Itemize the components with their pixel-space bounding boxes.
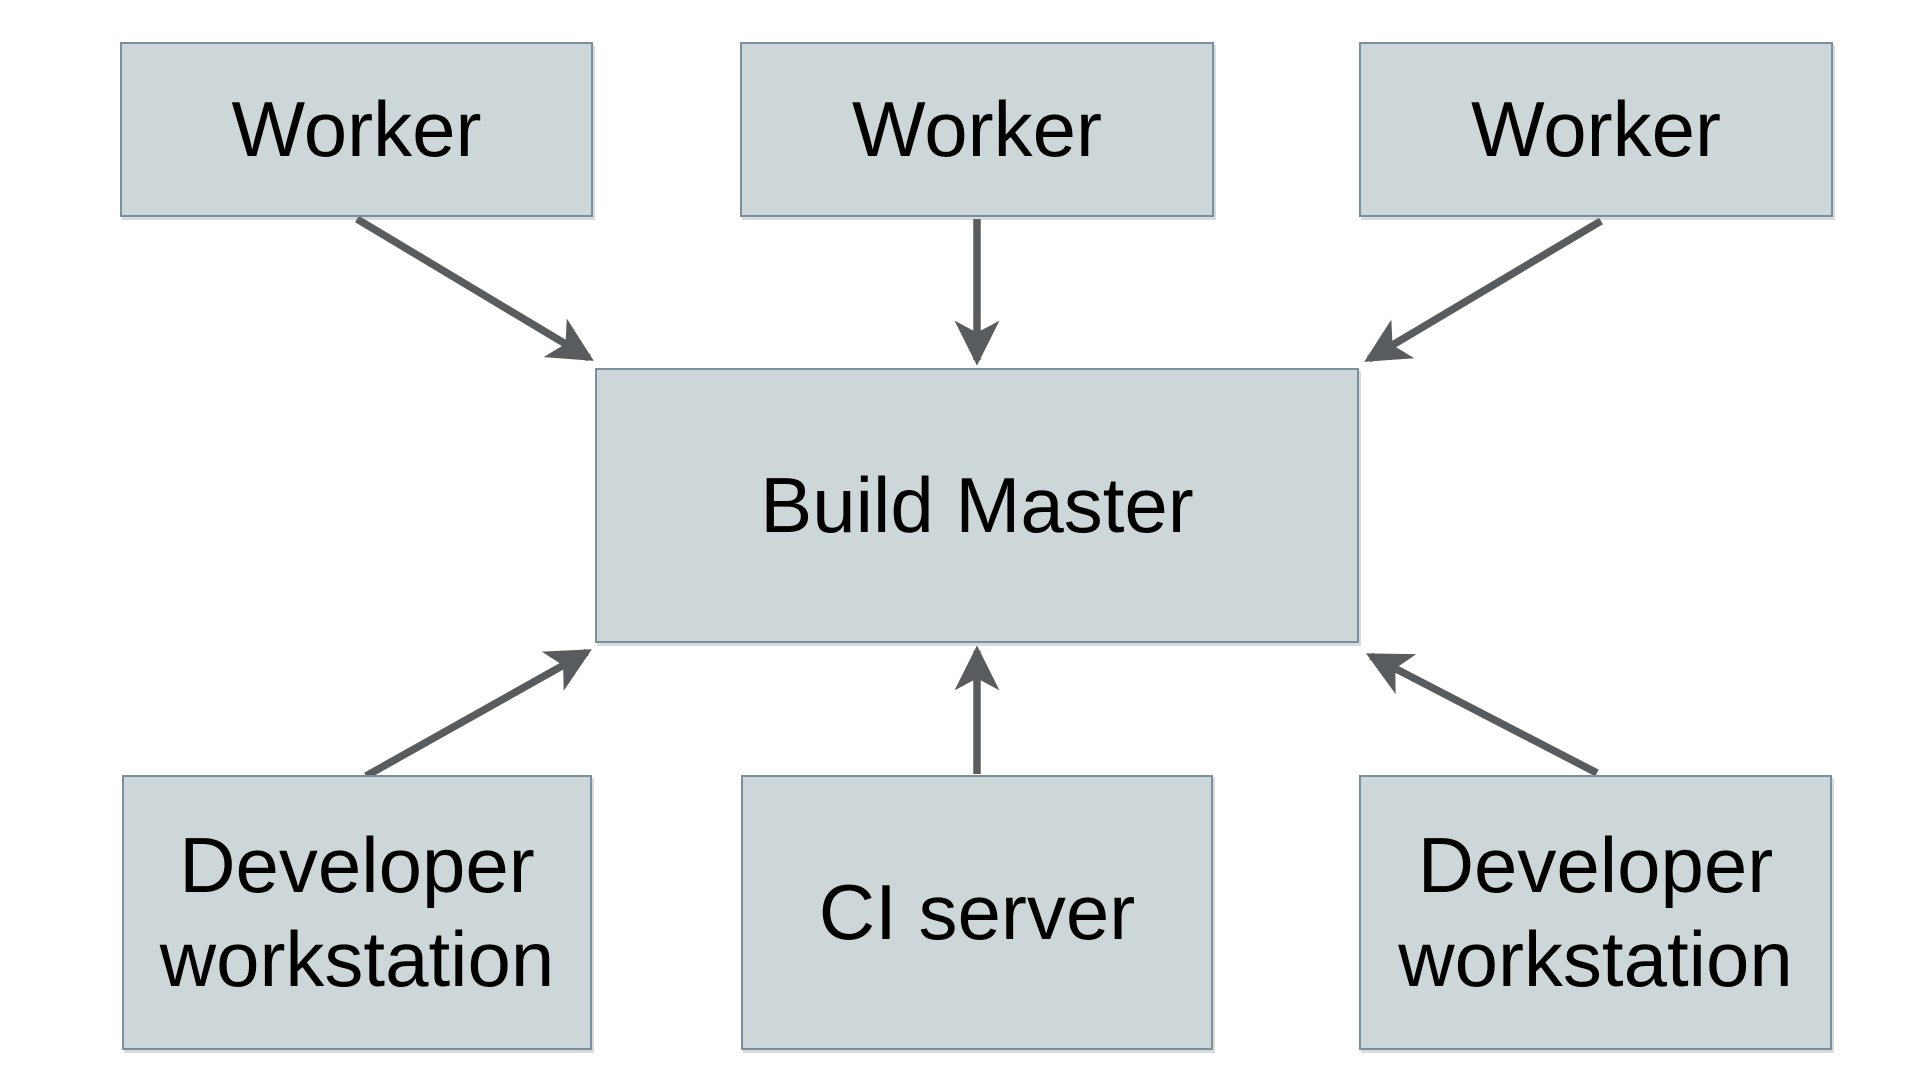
node-ci-server: CI server — [741, 775, 1213, 1050]
node-label-build-master: Build Master — [760, 460, 1194, 549]
node-developer-workstation-left: Developer workstation — [122, 775, 592, 1050]
arrow-worker1-to-buildmaster — [355, 215, 594, 362]
node-label-developer-workstation-right: Developer workstation — [1398, 820, 1793, 1003]
node-label-developer-workstation-left: Developer workstation — [159, 820, 555, 1003]
node-worker-1: Worker — [120, 42, 593, 217]
node-worker-2: Worker — [740, 42, 1214, 217]
node-label-worker-2: Worker — [852, 84, 1102, 173]
node-worker-3: Worker — [1359, 42, 1833, 217]
arrow-worker3-to-buildmaster — [1364, 217, 1603, 363]
arrow-devright-to-buildmaster — [1366, 652, 1599, 777]
arrow-devleft-to-buildmaster — [364, 648, 592, 780]
node-label-worker-1: Worker — [231, 84, 482, 173]
node-developer-workstation-right: Developer workstation — [1359, 775, 1832, 1050]
node-label-ci-server: CI server — [818, 867, 1136, 956]
node-label-worker-3: Worker — [1471, 84, 1721, 173]
node-build-master: Build Master — [595, 368, 1359, 643]
